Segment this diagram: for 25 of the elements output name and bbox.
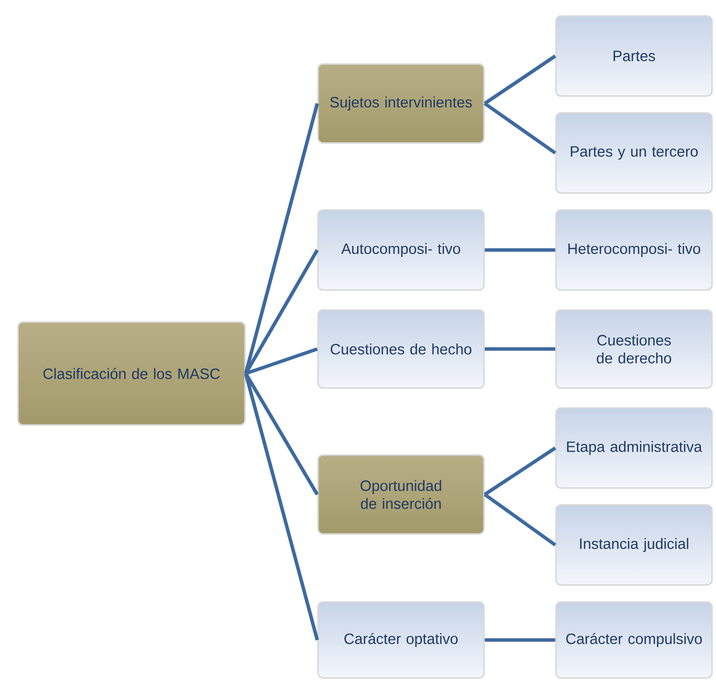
category-box: Heterocomposi- tivo xyxy=(555,209,713,291)
category-box: Autocomposi- tivo xyxy=(317,209,485,291)
category-box: Clasificación de los MASC xyxy=(17,321,246,426)
category-box: Partes xyxy=(555,15,713,97)
connector-line xyxy=(484,446,556,496)
category-box: Instancia judicial xyxy=(555,504,713,586)
connector-line xyxy=(244,373,319,640)
category-box: Cuestiones de derecho xyxy=(555,309,713,389)
category-box: Partes y un tercero xyxy=(555,112,713,194)
connector-line xyxy=(484,493,556,546)
connector-line xyxy=(244,372,319,496)
connector-line xyxy=(245,347,318,376)
category-box: Oportunidad de inserción xyxy=(317,454,485,535)
connector-line xyxy=(244,249,319,374)
category-box: Carácter compulsivo xyxy=(555,601,713,679)
category-box: Etapa administrativa xyxy=(555,407,713,489)
category-box: Carácter optativo xyxy=(317,601,485,679)
connector-line xyxy=(484,248,556,252)
connector-line xyxy=(484,638,556,642)
connector-line xyxy=(244,103,319,374)
connector-line xyxy=(484,102,556,154)
connector-line xyxy=(484,347,556,351)
category-box: Cuestiones de hecho xyxy=(317,309,485,389)
connector-line xyxy=(484,54,556,105)
category-box: Sujetos intervinientes xyxy=(317,63,485,144)
